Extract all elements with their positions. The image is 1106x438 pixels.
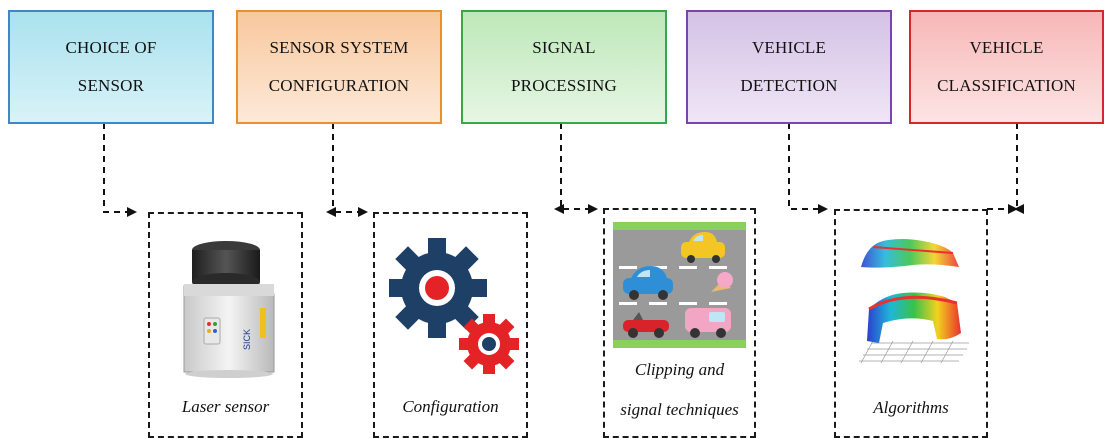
stage-2-line2: CONFIGURATION: [268, 76, 410, 95]
stage-2-line1: SENSOR SYSTEM: [269, 38, 409, 57]
sensor-brand-label: SICK: [242, 329, 252, 350]
stage-1-line2: SENSOR: [77, 76, 145, 95]
laser-scanner-icon: SICK: [183, 241, 275, 378]
caption-laser-sensor: Laser sensor: [181, 397, 270, 416]
connector-4: [788, 123, 828, 214]
3d-point-cloud-icon: [859, 239, 969, 364]
stage-sensor-configuration: SENSOR SYSTEM CONFIGURATION: [236, 10, 442, 124]
connector-1: [103, 123, 137, 217]
card-laser-sensor: SICK Laser sensor: [148, 212, 303, 438]
stage-3-line2: PROCESSING: [511, 76, 617, 95]
stage-choice-of-sensor: CHOICE OF SENSOR: [8, 10, 214, 124]
stage-vehicle-detection: VEHICLE DETECTION: [686, 10, 892, 124]
caption-clipping-line1: Clipping and: [634, 360, 725, 379]
stage-1-line1: CHOICE OF: [65, 38, 157, 57]
connector-5: [1014, 123, 1024, 214]
stage-signal-processing: SIGNAL PROCESSING: [461, 10, 667, 124]
stage-5-line1: VEHICLE: [969, 38, 1044, 57]
card-algorithms: Algorithms: [834, 209, 988, 438]
stage-4-line2: DETECTION: [740, 76, 838, 95]
caption-algorithms: Algorithms: [873, 398, 949, 417]
connector-2: [326, 123, 336, 217]
gears-icon: [389, 238, 519, 374]
connector-3: [554, 123, 564, 214]
stage-5-line2: CLASSIFICATION: [937, 76, 1076, 95]
stage-3-line1: SIGNAL: [532, 38, 596, 57]
stage-vehicle-classification: VEHICLE CLASSIFICATION: [909, 10, 1104, 124]
caption-configuration: Configuration: [402, 397, 499, 416]
card-signal-techniques: Clipping and signal techniques: [603, 208, 756, 438]
caption-clipping-line2: signal techniques: [620, 400, 739, 419]
traffic-cars-icon: [613, 222, 746, 348]
card-configuration: Configuration: [373, 212, 528, 438]
stage-4-line1: VEHICLE: [751, 38, 827, 57]
